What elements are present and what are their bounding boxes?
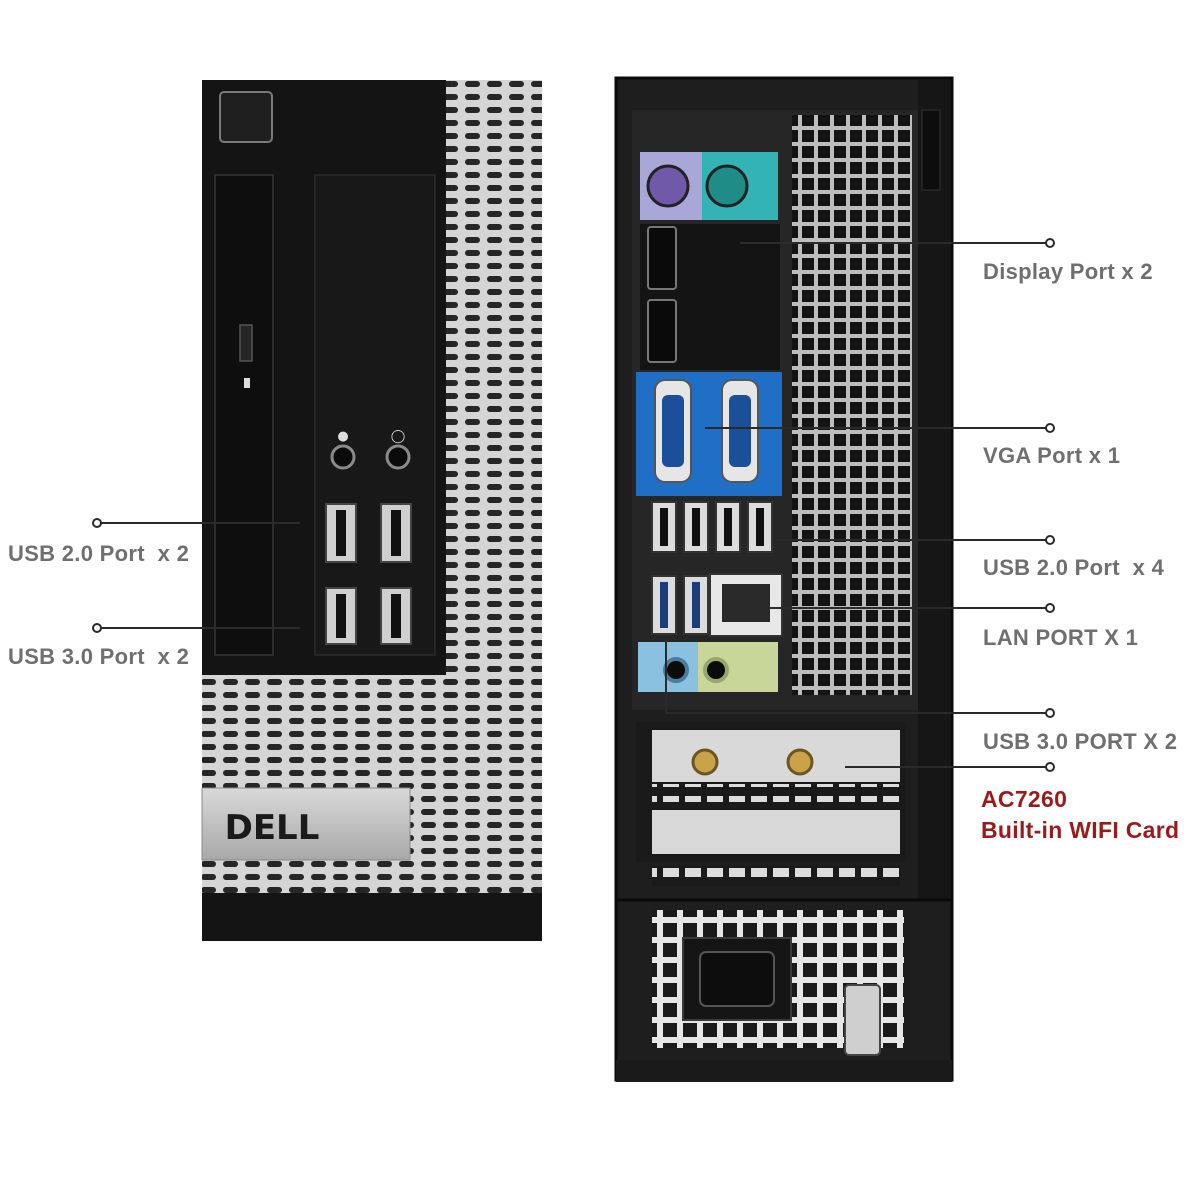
callout-endpoints [92,238,1055,772]
line-out-jack[interactable] [703,657,729,683]
slot-cover [652,810,900,854]
rear-tower [614,76,954,946]
rear-side-rail [918,80,950,940]
wifi-antenna-connector-2[interactable] [786,748,814,776]
displayport-2[interactable] [647,299,677,363]
dell-logo: DELL [225,808,320,848]
brand-badge [201,787,411,861]
svg-text:◯: ◯ [391,429,406,444]
front-usb2-label: USB 2.0 Port x 2 [8,541,190,566]
ps2-keyboard-port[interactable] [705,164,749,208]
lan-label: LAN PORT X 1 [983,625,1139,650]
slot-vent-1 [652,784,900,802]
svg-text:●: ● [337,429,348,444]
front-io-panel [314,174,436,656]
microphone-jack-icon[interactable] [330,444,356,470]
wifi-model-label: AC7260 [981,786,1068,812]
callout-lines [97,242,1050,768]
eject-button[interactable] [239,324,253,362]
drive-led [244,378,250,388]
front-usb3-label: USB 3.0 Port x 2 [8,644,190,669]
rear-usb2-label: USB 2.0 Port x 4 [983,555,1165,580]
wifi-card-bracket [652,730,900,782]
slot-vent-2 [652,866,900,886]
headphone-jack-icon[interactable] [385,444,411,470]
optical-drive [214,174,274,656]
wifi-antenna-connector-1[interactable] [691,748,719,776]
rear-usb2-ports[interactable] [651,501,773,553]
wifi-description-label: Built-in WIFI Card [981,817,1180,843]
vga-label: VGA Port x 1 [983,443,1121,468]
line-in-jack[interactable] [663,657,689,683]
power-button-icon[interactable] [219,91,273,143]
front-usb2-ports[interactable] [325,503,412,563]
front-usb3-ports[interactable] [325,587,412,645]
displayport-1[interactable] [647,226,677,290]
front-base [202,893,542,941]
rear-psu-section [614,898,954,1082]
rear-vent-grid [792,115,912,695]
psu-test-button[interactable] [844,984,881,1056]
ps2-mouse-port[interactable] [646,164,690,208]
rear-usb3-label: USB 3.0 PORT X 2 [983,729,1178,754]
rear-usb3-ports[interactable] [651,575,709,635]
front-side-mesh [446,80,542,680]
front-tower: ● ◯ DELL [201,80,542,941]
displayport-label: Display Port x 2 [983,259,1153,284]
latch[interactable] [921,109,941,191]
